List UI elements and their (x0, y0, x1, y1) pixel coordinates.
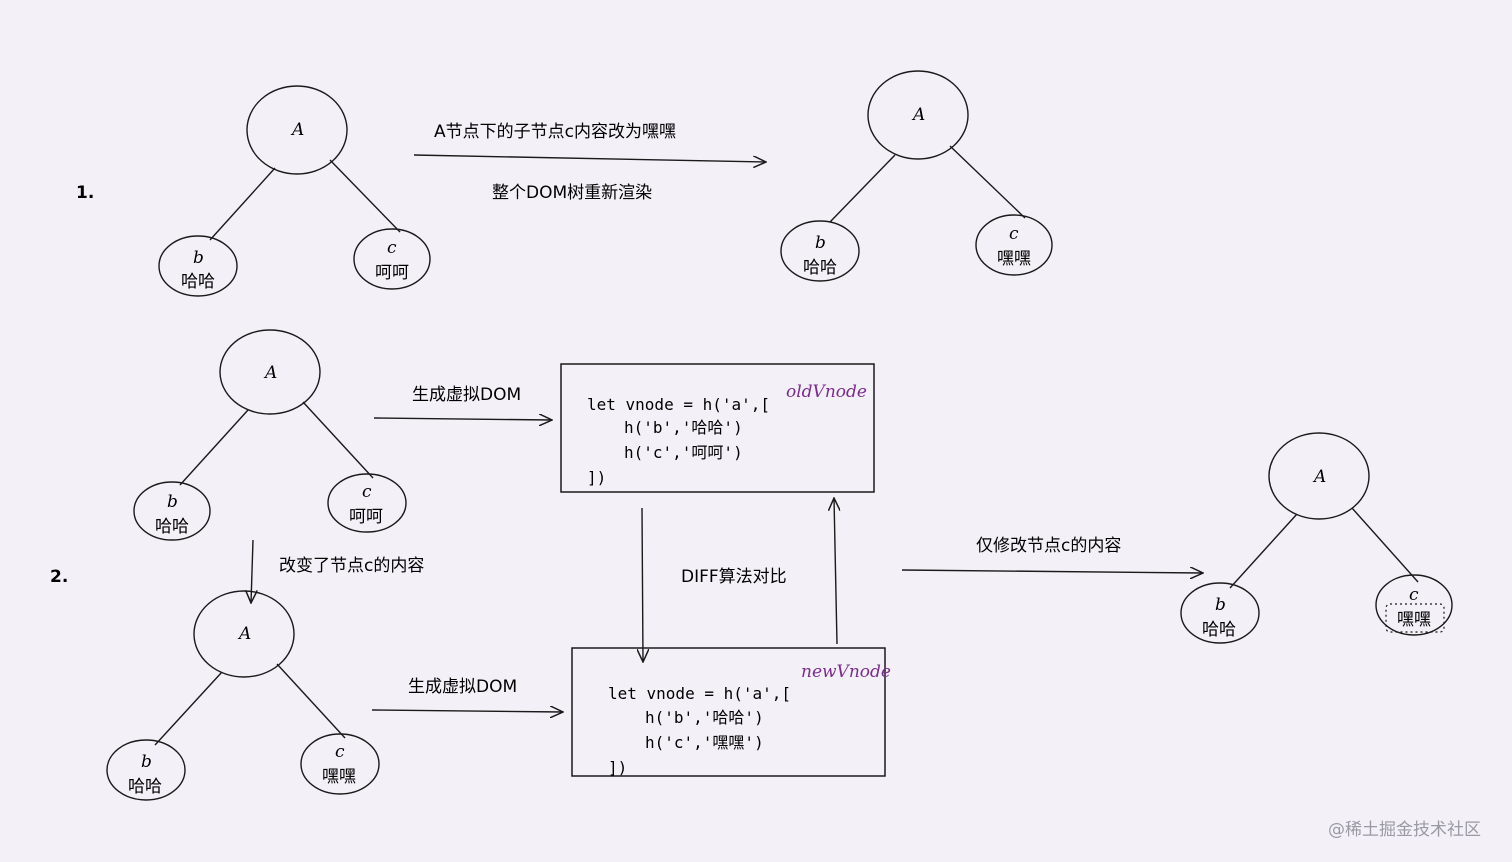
tree1-before-right-letter: c (387, 238, 397, 258)
tree1-after-root-label: A (911, 105, 925, 125)
tree2-old-root-node (219, 329, 321, 415)
gen-vdom-top-label: 生成虚拟DOM (412, 385, 521, 405)
arrow1-top-label: A节点下的子节点c内容改为嘿嘿 (434, 122, 676, 142)
old-vnode-line-4: ]) (587, 468, 606, 487)
tree2-result-left-letter: b (1215, 595, 1226, 615)
tree2-new-right-edge (276, 663, 346, 739)
tree2-new-right-text: 嘿嘿 (322, 767, 356, 787)
arrow-diff-down (642, 507, 643, 662)
tree2-old-right-edge (302, 401, 374, 479)
tree2-result-right-edge (1351, 507, 1419, 583)
tree2-result-left-node (1180, 582, 1260, 644)
tree1-after-left-edge (829, 154, 896, 223)
tree1-before-left-node (158, 235, 238, 297)
tree1-before-right-edge (329, 159, 401, 233)
tree2-old-right-node (327, 473, 407, 533)
tree1-before-left-edge (209, 167, 276, 241)
tree2-new-left-letter: b (141, 752, 152, 772)
step-one-label: 1. (76, 183, 94, 203)
tree2-result-right-letter: c (1409, 585, 1419, 605)
tree2-result-root-node (1268, 432, 1370, 520)
tree2-result-root-label: A (1312, 467, 1326, 487)
tree2-new-root-node (193, 590, 295, 678)
new-vnode-tag: newVnode (801, 662, 891, 682)
old-vnode-box: oldVnode let vnode = h('a',[ h('b','哈哈')… (560, 363, 875, 493)
old-vnode-tag: oldVnode (786, 382, 867, 402)
new-vnode-frame (571, 647, 886, 777)
tree2-old: A b 哈哈 c 呵呵 (133, 329, 407, 541)
changed-c-label: 改变了节点c的内容 (279, 556, 424, 576)
tree2-old-left-node (133, 481, 211, 541)
tree1-before-left-letter: b (193, 248, 204, 268)
new-vnode-box: newVnode let vnode = h('a',[ h('b','哈哈')… (571, 647, 891, 777)
tree2-result-right-text: 嘿嘿 (1397, 610, 1431, 630)
watermark: @稀土掘金技术社区 (1328, 820, 1481, 840)
tree1-before: A b 哈哈 c 呵呵 (158, 85, 431, 297)
tree1-before-right-text: 呵呵 (375, 263, 409, 283)
arrow-diff-up (834, 498, 837, 645)
tree1-before-root-node (246, 85, 348, 175)
tree2-new-left-node (106, 739, 186, 801)
tree1-after-left-letter: b (815, 233, 826, 253)
tree1-before-right-node (353, 228, 431, 290)
tree2-old-right-text: 呵呵 (349, 507, 383, 527)
tree2-new-root-label: A (237, 624, 251, 644)
tree2-result-left-text: 哈哈 (1202, 620, 1236, 640)
old-vnode-frame (560, 363, 875, 493)
tree2-new: A b 哈哈 c 嘿嘿 (106, 590, 380, 801)
tree2-old-left-text: 哈哈 (155, 517, 189, 537)
tree2-new-left-text: 哈哈 (128, 777, 162, 797)
tree1-after-left-node (780, 220, 860, 282)
arrow-rerender (413, 154, 766, 162)
arrow-gen-vdom-top (373, 418, 552, 420)
new-vnode-line-2: h('b','哈哈') (645, 708, 764, 727)
new-vnode-line-3: h('c','嘿嘿') (645, 733, 764, 752)
old-vnode-line-2: h('b','哈哈') (624, 418, 743, 437)
tree1-before-root-label: A (290, 120, 304, 140)
old-vnode-line-1: let vnode = h('a',[ (587, 395, 770, 414)
arrow1-bottom-label: 整个DOM树重新渲染 (492, 183, 652, 203)
tree2-result-left-edge (1229, 513, 1298, 589)
tree1-after: A b 哈哈 c 嘿嘿 (780, 70, 1053, 282)
arrow-change-node (251, 539, 253, 603)
tree1-before-left-text: 哈哈 (181, 272, 215, 292)
new-vnode-line-1: let vnode = h('a',[ (608, 684, 791, 703)
tree2-old-left-edge (179, 409, 249, 486)
tree2-old-left-letter: b (167, 492, 178, 512)
tree2-old-root-label: A (263, 363, 277, 383)
tree1-after-left-text: 哈哈 (803, 258, 837, 278)
tree1-after-right-letter: c (1009, 224, 1019, 244)
diff-label: DIFF算法对比 (681, 567, 787, 587)
step-two-label: 2. (50, 567, 68, 587)
tree2-result-right-node (1375, 574, 1453, 636)
tree2-new-left-edge (154, 671, 223, 746)
arrow-gen-vdom-bottom (371, 710, 563, 712)
old-vnode-line-3: h('c','呵呵') (624, 443, 743, 462)
tree2-new-right-letter: c (335, 742, 345, 762)
tree2-new-right-node (300, 733, 380, 795)
only-modify-label: 仅修改节点c的内容 (976, 536, 1121, 556)
tree1-after-right-text: 嘿嘿 (997, 249, 1031, 269)
gen-vdom-bottom-label: 生成虚拟DOM (408, 677, 517, 697)
tree2-result: A b 哈哈 c 嘿嘿 (1180, 432, 1453, 644)
arrow-only-modify (901, 570, 1203, 573)
tree1-after-right-node (975, 214, 1053, 276)
new-vnode-line-4: ]) (608, 758, 627, 777)
tree1-after-root-node (867, 70, 969, 160)
tree2-result-changed-highlight (1385, 603, 1445, 633)
tree2-old-right-letter: c (362, 482, 372, 502)
tree1-after-right-edge (949, 145, 1026, 219)
